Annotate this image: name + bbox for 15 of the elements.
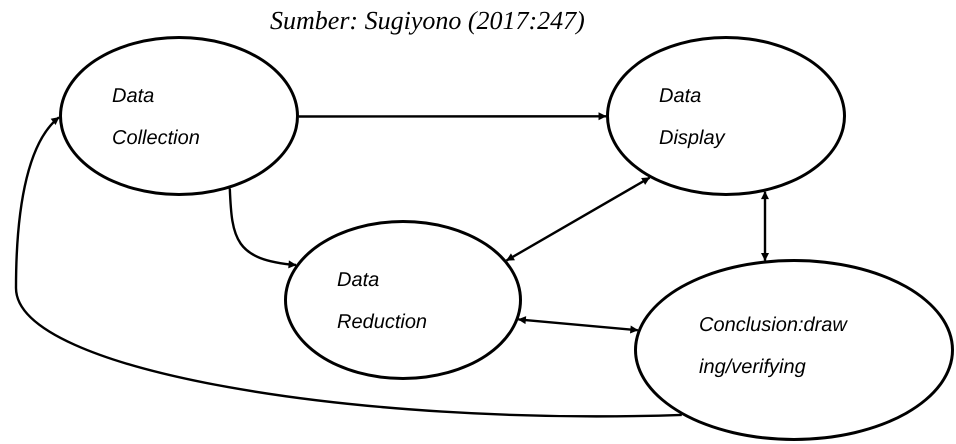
arrow [518,316,638,334]
ellipse-node [284,220,522,380]
ellipse-node [634,259,954,441]
source-caption: Sumber: Sugiyono (2017:247) [270,6,585,36]
node-label: Data Collection [112,84,201,151]
node-label: Data Reduction [337,268,428,335]
arrow [506,176,650,262]
arrow [760,191,770,262]
arrow [299,112,607,120]
ellipse-node [606,36,846,196]
arrow [228,188,297,268]
node-label: Conclusion:drawing/verifying [699,313,849,380]
ellipse-node [59,36,299,196]
node-label: Data Display [659,84,726,151]
arrow [14,116,682,418]
